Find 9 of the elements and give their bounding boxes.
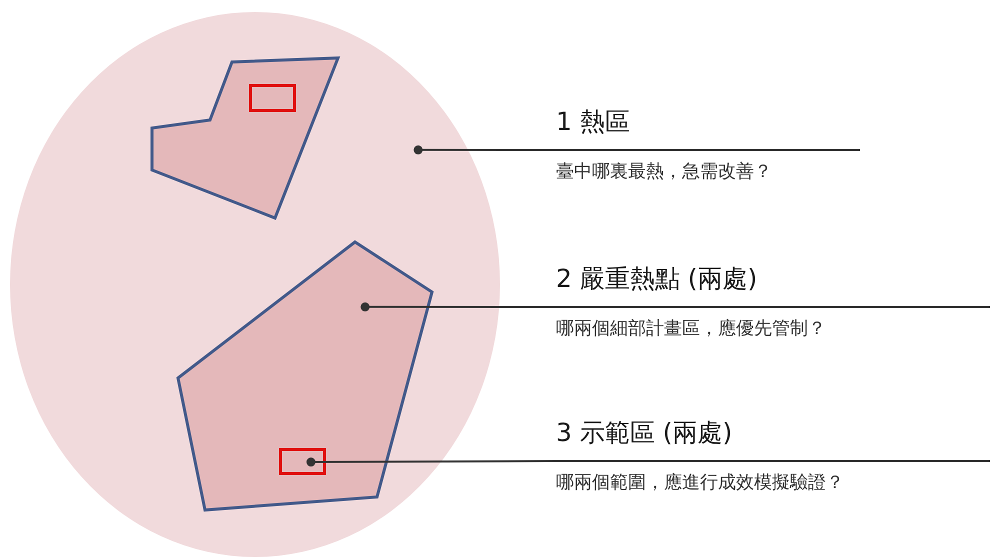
item-heading: 1 熱區 (556, 106, 630, 138)
leader-line (414, 145, 861, 154)
leader-line (306, 458, 991, 467)
item-heading: 2 嚴重熱點 (兩處) (556, 263, 758, 295)
question-text: 哪兩個範圍，應進行成效模擬驗證？ (556, 471, 844, 495)
leader-line (360, 302, 991, 312)
question-text: 臺中哪裏最熱，急需改善？ (556, 160, 772, 184)
question-text: 哪兩個細部計畫區，應優先管制？ (556, 317, 826, 341)
item-heading: 3 示範區 (兩處) (556, 417, 732, 449)
